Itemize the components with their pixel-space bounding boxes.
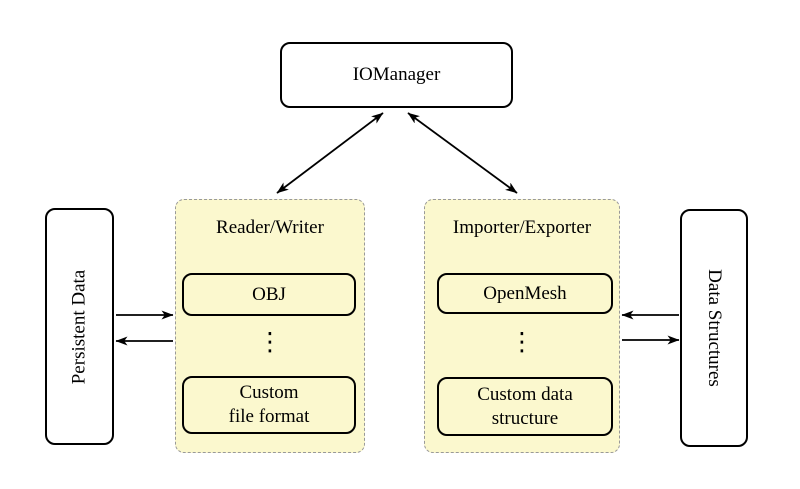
node-openmesh-label: OpenMesh bbox=[483, 282, 567, 304]
node-data-structures: Data Structures bbox=[680, 209, 748, 447]
group-importer-exporter-title: Importer/Exporter bbox=[452, 217, 592, 238]
node-custom-file-format-line2: file format bbox=[228, 406, 310, 427]
node-persistent-data-label: Persistent Data bbox=[68, 269, 90, 384]
group-reader-writer-title: Reader/Writer bbox=[216, 217, 324, 238]
node-custom-data-structure-line1: Custom data bbox=[477, 383, 573, 405]
group-reader-writer: Reader/Writer OBJ ⋮ Custom file format bbox=[175, 199, 365, 453]
edge-iomanager-importerexporter bbox=[407, 112, 518, 194]
node-custom-file-format: Custom file format bbox=[182, 376, 356, 434]
node-custom-data-structure: Custom data structure bbox=[437, 377, 613, 436]
node-iomanager-label: IOManager bbox=[352, 64, 441, 85]
node-persistent-data: Persistent Data bbox=[45, 208, 114, 445]
node-obj-label: OBJ bbox=[252, 283, 286, 305]
node-obj: OBJ bbox=[182, 273, 356, 316]
ellipsis-importer-exporter: ⋮ bbox=[509, 327, 535, 356]
node-data-structures-label: Data Structures bbox=[704, 269, 725, 387]
group-importer-exporter: Importer/Exporter OpenMesh ⋮ Custom data… bbox=[424, 199, 620, 453]
ellipsis-reader-writer: ⋮ bbox=[257, 327, 283, 356]
node-openmesh: OpenMesh bbox=[437, 273, 613, 314]
edge-iomanager-readerwriter bbox=[276, 112, 384, 194]
node-iomanager: IOManager bbox=[280, 42, 513, 108]
node-custom-file-format-line1: Custom bbox=[239, 382, 299, 403]
node-custom-data-structure-line2: structure bbox=[491, 407, 559, 429]
